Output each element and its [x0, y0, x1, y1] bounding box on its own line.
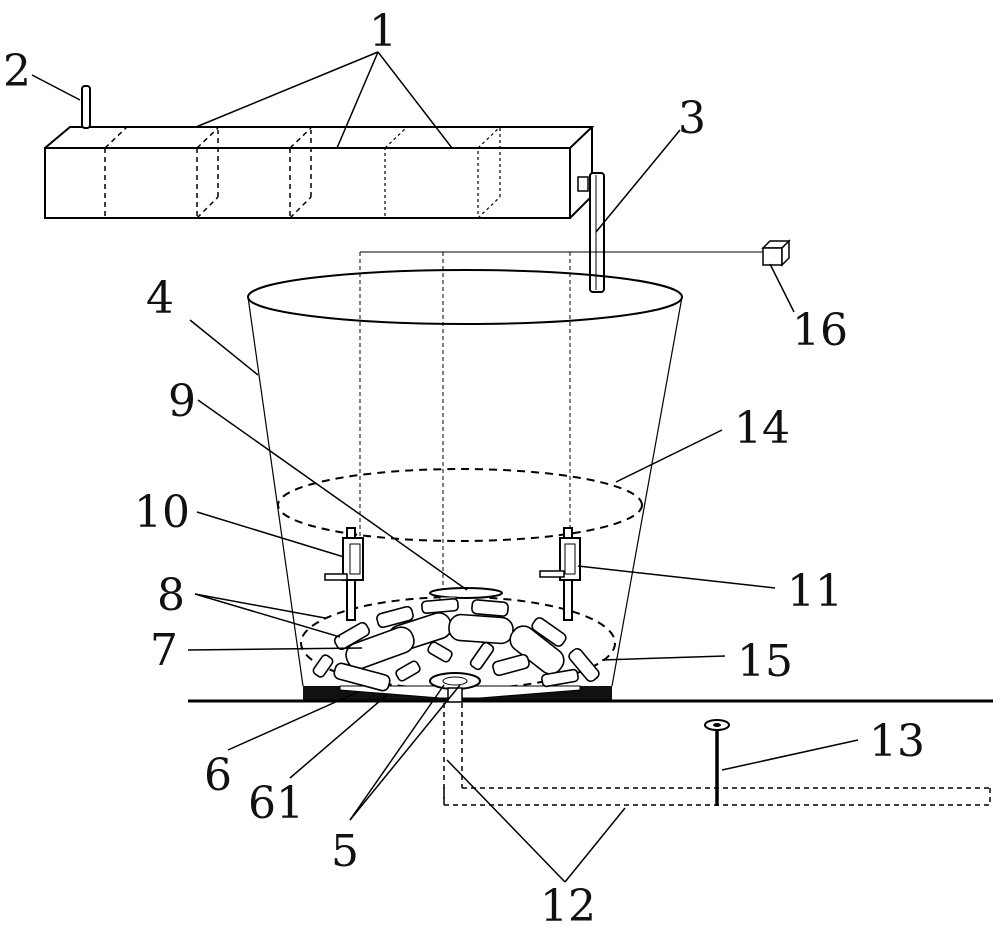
feed-trough: [44, 126, 595, 219]
part-labels: 1 2 3 4 5 6 61 7 8 9 10 11 12 13 14 15 1…: [3, 6, 925, 928]
label-2: 2: [3, 46, 31, 97]
cylinder-pile: [312, 597, 600, 692]
bucket: [247, 269, 683, 687]
label-6: 6: [204, 750, 232, 801]
label-12: 12: [540, 881, 596, 928]
upper-level-ellipse: [277, 468, 643, 542]
inlet-pipe: [81, 85, 91, 129]
label-13: 13: [869, 716, 925, 767]
label-5: 5: [331, 826, 359, 877]
label-3: 3: [678, 93, 706, 144]
label-11: 11: [787, 566, 843, 617]
label-1: 1: [369, 6, 397, 57]
label-8: 8: [157, 570, 185, 621]
drain: [429, 672, 481, 703]
label-15: 15: [737, 636, 793, 687]
label-16: 16: [792, 305, 848, 356]
label-10: 10: [134, 487, 190, 538]
leader-lines: [31, 51, 859, 883]
label-61: 61: [248, 778, 304, 829]
label-14: 14: [734, 403, 790, 454]
sensor-cube: [761, 239, 791, 267]
outlet-pipe: [577, 172, 605, 293]
label-4: 4: [146, 273, 174, 324]
left-probe: [324, 527, 364, 621]
valve: [704, 719, 730, 806]
label-7: 7: [150, 625, 178, 676]
label-9: 9: [168, 376, 196, 427]
right-probe: [539, 527, 581, 621]
